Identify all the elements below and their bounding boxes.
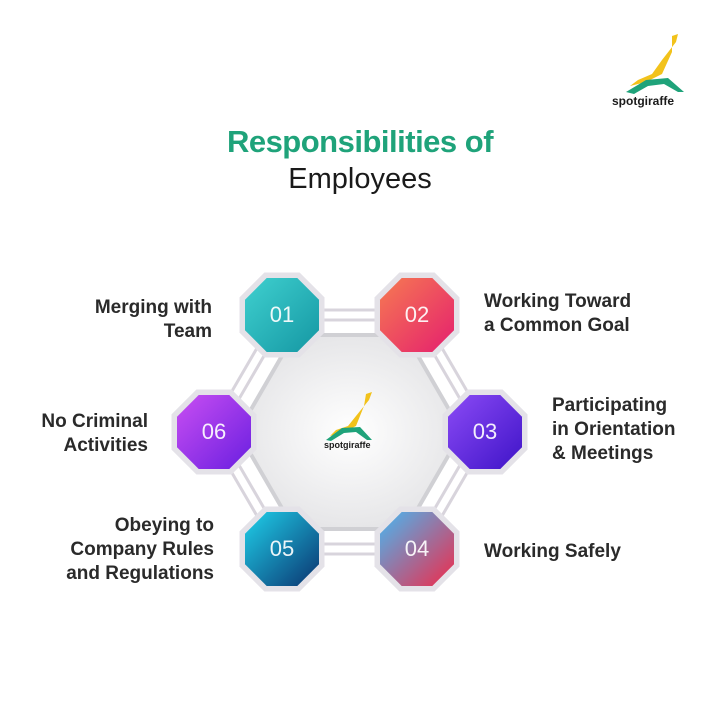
label-line: a Common Goal	[484, 315, 630, 336]
octagon-badge-04	[380, 512, 454, 586]
label-03: Participating in Orientation & Meetings	[552, 394, 676, 466]
label-line: No Criminal	[41, 411, 148, 432]
brand-logo	[612, 30, 702, 110]
brand-name: spotgiraffe	[612, 94, 675, 108]
number-03: 03	[472, 419, 498, 444]
label-line: Team	[163, 321, 212, 342]
giraffe-icon	[626, 34, 684, 94]
label-line: Company Rules	[70, 539, 214, 560]
label-line: Merging with	[94, 297, 212, 318]
octagon-badge-03	[448, 395, 522, 469]
number-02: 02	[404, 302, 430, 327]
center-giraffe-icon	[330, 392, 372, 436]
center-brand-name: spotgiraffe	[324, 440, 371, 450]
title-line-1: Responsibilities of	[226, 124, 494, 159]
label-line: Working Safely	[484, 541, 621, 562]
label-05: Obeying to Company Rules and Regulations	[66, 514, 214, 586]
octagon-badge-05	[245, 512, 319, 586]
octagon-badge-01	[245, 278, 319, 352]
label-line: and Regulations	[66, 563, 214, 584]
octagon-badge-02	[380, 278, 454, 352]
number-04: 04	[404, 536, 430, 561]
title-line-2: Employees	[288, 163, 432, 195]
label-line: Working Toward	[484, 291, 632, 312]
label-line: in Orientation	[552, 419, 676, 440]
label-line: Participating	[552, 395, 668, 416]
number-06: 06	[201, 419, 227, 444]
label-line: Obeying to	[114, 515, 214, 536]
octagon-badge-06	[177, 395, 251, 469]
label-02: Working Toward a Common Goal	[484, 290, 631, 338]
number-01: 01	[269, 302, 295, 327]
label-04: Working Safely	[484, 540, 621, 564]
number-05: 05	[269, 536, 295, 561]
label-line: & Meetings	[552, 443, 654, 464]
center-giraffe-base-icon	[326, 427, 372, 441]
label-line: Activities	[63, 435, 148, 456]
